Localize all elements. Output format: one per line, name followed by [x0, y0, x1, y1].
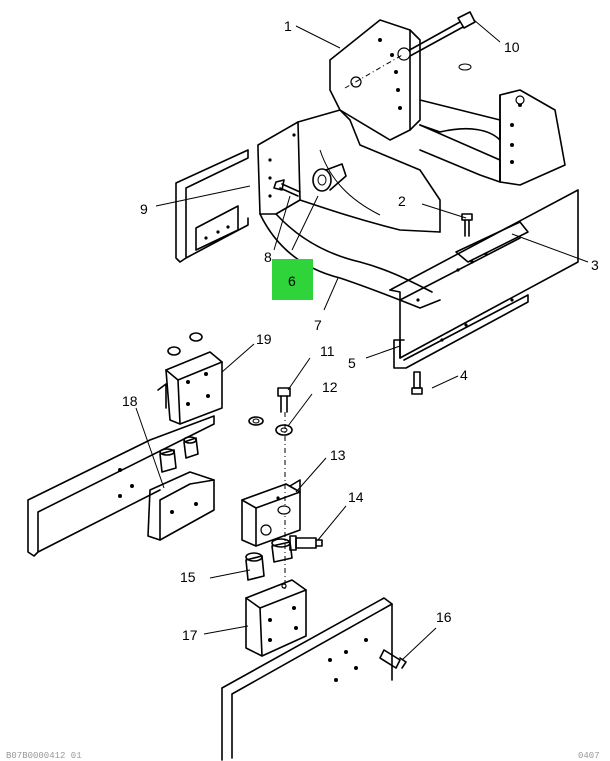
bolt-2 — [461, 213, 473, 237]
callout-9: 9 — [140, 201, 148, 217]
bolt-10 — [344, 11, 476, 89]
callout-11: 11 — [320, 343, 335, 359]
callout-13: 13 — [330, 447, 346, 463]
callout-1: 1 — [284, 18, 292, 34]
saddle-bracket — [329, 19, 566, 186]
bushings-18 — [159, 436, 199, 473]
bracket-19 — [157, 351, 223, 425]
callout-15: 15 — [180, 569, 196, 585]
lower-right-rail — [221, 597, 393, 761]
callout-17: 17 — [182, 627, 198, 643]
left-frame-rail — [175, 149, 249, 263]
washer — [167, 346, 181, 356]
callout-18: 18 — [122, 393, 138, 409]
leader-lines — [135, 19, 589, 661]
callout-12: 12 — [322, 379, 338, 395]
crossmember-assembly — [175, 11, 579, 395]
bushings-15 — [245, 538, 293, 581]
right-frame-rail — [389, 189, 579, 369]
callout-14: 14 — [348, 489, 364, 505]
callout-19: 19 — [256, 331, 272, 347]
lower-left-rail — [27, 415, 215, 557]
bushing-6 — [312, 163, 347, 192]
callout-10: 10 — [504, 39, 520, 55]
drawing-date-code: 0407 — [578, 751, 600, 761]
lower-mount-assembly — [27, 332, 407, 761]
callout-4: 4 — [460, 367, 468, 383]
callout-6: 6 — [288, 273, 296, 289]
bolt-4 — [411, 371, 423, 395]
callout-3: 3 — [591, 257, 599, 273]
callout-7: 7 — [314, 317, 322, 333]
callout-5: 5 — [348, 355, 356, 371]
callout-6-highlight — [272, 259, 313, 300]
bolt-8 — [273, 179, 301, 197]
bolt-16 — [379, 649, 407, 669]
callout-2: 2 — [398, 193, 406, 209]
callout-16: 16 — [436, 609, 452, 625]
callout-8: 8 — [264, 249, 272, 265]
bolt-11 — [277, 387, 291, 413]
washer — [189, 332, 203, 342]
bracket-17 — [245, 579, 307, 657]
callout-labels: 1 2 3 4 5 6 7 8 9 10 11 12 13 14 15 16 1… — [122, 18, 599, 643]
bracket-13 — [241, 479, 301, 547]
drawing-reference-code: B07B0000412 01 — [6, 751, 82, 761]
bolt-14 — [289, 535, 323, 551]
washer-12 — [248, 416, 293, 436]
